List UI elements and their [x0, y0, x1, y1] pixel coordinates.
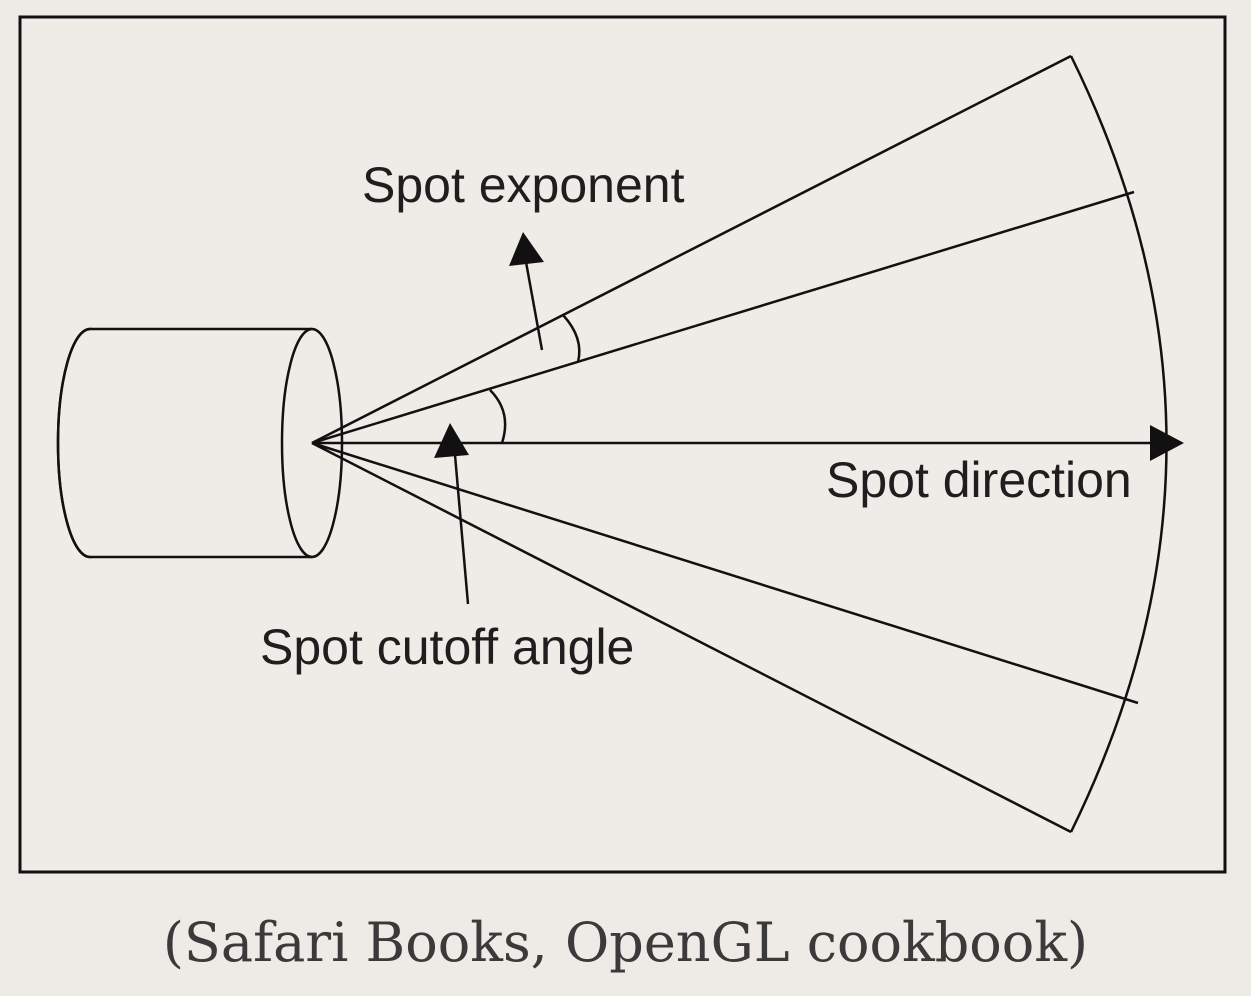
spot-exponent-arrowhead-icon	[509, 232, 544, 266]
cone-outer-lower-ray	[311, 441, 1072, 834]
spot-cutoff-arrowhead-icon	[434, 423, 469, 458]
source-caption: (Safari Books, OpenGL cookbook)	[162, 911, 1089, 974]
label-spot-direction: Spot direction	[826, 452, 1132, 508]
spotlight-cylinder-icon	[56, 327, 344, 559]
cone-inner-upper-ray	[311, 190, 1135, 445]
label-spot-cutoff-angle: Spot cutoff angle	[260, 619, 634, 675]
spot-cutoff-pointer	[453, 454, 470, 605]
spotlight-cone	[311, 54, 1168, 834]
cone-outer-upper-ray	[311, 54, 1072, 445]
label-spot-exponent: Spot exponent	[362, 157, 685, 213]
spotlight-diagram-svg: Spot exponent Spot direction Spot cutoff…	[18, 15, 1227, 874]
cone-inner-lower-ray	[311, 441, 1139, 705]
exponent-angle-arc	[562, 314, 581, 363]
spot-exponent-pointer	[524, 261, 544, 351]
cutoff-angle-arc	[489, 389, 507, 444]
spot-direction-arrowhead-icon	[1150, 425, 1184, 461]
spotlight-diagram: Spot exponent Spot direction Spot cutoff…	[18, 15, 1227, 874]
